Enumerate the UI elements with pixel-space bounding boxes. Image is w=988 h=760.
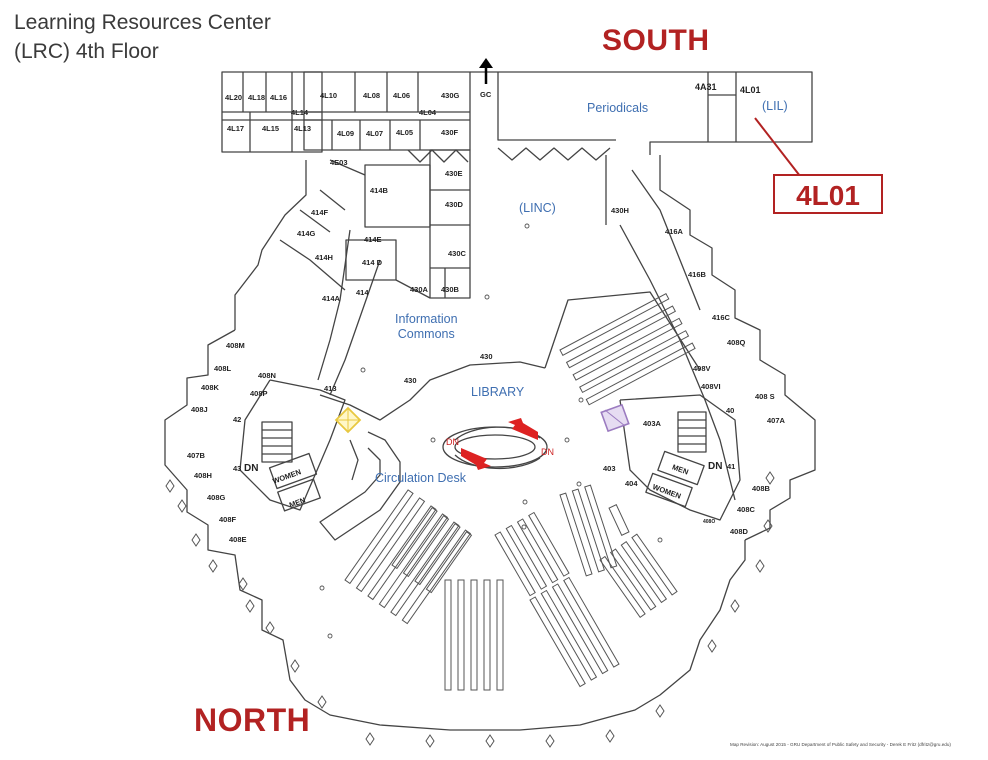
page-title: Learning Resources Center (LRC) 4th Floo… [14,8,271,66]
room-label: 4L20 [225,93,243,102]
room-label: 414F [311,208,329,217]
stair-down-east: DN [708,461,723,472]
room-label: 408G [207,493,226,502]
room-label: 430H [611,206,629,215]
room-label: 408P [250,389,268,398]
area-linc: (LINC) [519,201,556,215]
room-label: 414 D [362,258,383,267]
area-info-line-2: Commons [397,327,455,341]
room-label: 4L08 [363,91,381,100]
room-label: 408VI [701,382,721,391]
room-label: 408E [229,535,247,544]
room-label: 4L17 [227,124,245,133]
room-label: 430A [410,285,428,294]
north-arrow-icon [479,58,493,84]
room-label: 408D [730,527,748,536]
north-label: NORTH [194,702,311,738]
room-label: 414 [356,288,369,297]
area-lil: (LIL) [762,99,788,113]
area-information-commons: Information Commons [395,312,458,342]
room-label: 414B [370,186,388,195]
area-circulation-desk: Circulation Desk [375,471,467,485]
stair-arrow-down-west-icon [461,448,491,470]
room-label: 408B [752,484,770,493]
room-label: 4L04 [419,108,437,117]
room-label: 408J [191,405,208,414]
room-label: 416A [665,227,683,236]
room-label: 414A [322,294,340,303]
room-label: GC [480,90,492,99]
room-label: 4L18 [248,93,266,102]
room-label: 407B [187,451,205,460]
title-line-1: Learning Resources Center [14,11,271,34]
room-label: 430D [445,200,463,209]
room-label: 414E [364,235,382,244]
room-label: 4L06 [393,91,411,100]
stair-down-west: DN [244,463,259,474]
room-label: 4L10 [320,91,338,100]
room-label: 416B [688,270,706,279]
room-label: 430 [480,352,493,361]
callout-leader-line [754,117,801,177]
room-label: 414H [315,253,333,262]
room-label: 4L07 [366,129,384,138]
room-label: 408H [194,471,212,480]
room-label: 403A [643,419,661,428]
room-label: 408F [219,515,237,524]
room-label: 430 [404,376,417,385]
south-label: SOUTH [602,24,710,57]
column-markers [319,223,663,639]
room-label: 408 S [755,392,775,401]
room-label: 413 [324,384,337,393]
room-label: 4L05 [396,128,414,137]
room-label: 42 [233,415,242,424]
room-label: 40 [726,406,735,415]
room-label: 414G [297,229,316,238]
room-callout-4L01: 4L01 [773,174,883,214]
room-label: 4L13 [294,124,312,133]
room-label: 430B [441,285,459,294]
room-label: 408M [226,341,245,350]
room-label: 43 [233,464,242,473]
room-label: 430F [441,128,459,137]
room-label: 408K [201,383,219,392]
room-label: 4L14 [291,108,309,117]
room-label: 4E03 [330,158,348,167]
room-label: 430C [448,249,466,258]
room-label: 404 [625,479,638,488]
room-label: 408O [703,519,716,525]
room-label: 4A31 [695,82,717,92]
area-library: LIBRARY [471,385,525,399]
area-periodicals: Periodicals [587,101,649,115]
room-label: 408V [693,364,711,373]
stair-arrow-down-east-icon [508,418,538,440]
room-label: 430G [441,91,460,100]
room-label: 403 [603,464,616,473]
room-label: 4L16 [270,93,288,102]
area-info-line-1: Information [395,312,458,326]
stair-dn-west-red: DN [446,437,459,447]
room-label: 4L09 [337,129,355,138]
room-label: 408N [258,371,276,380]
shelving-rows [344,292,696,691]
room-label: 408C [737,505,755,514]
stair-dn-east-red: DN [541,447,554,457]
title-line-2: (LRC) 4th Floor [14,40,159,63]
room-label: 41 [727,462,736,471]
room-label: 4L15 [262,124,280,133]
room-label: 416C [712,313,730,322]
room-label: 408L [214,364,232,373]
map-revision-note: Map Revision: August 2015 - GRU Departme… [730,742,951,747]
room-label: 408Q [727,338,746,347]
perimeter-markers [165,471,775,748]
room-label: 4L01 [740,85,761,95]
room-label: 430E [445,169,463,178]
room-label: 407A [767,416,785,425]
